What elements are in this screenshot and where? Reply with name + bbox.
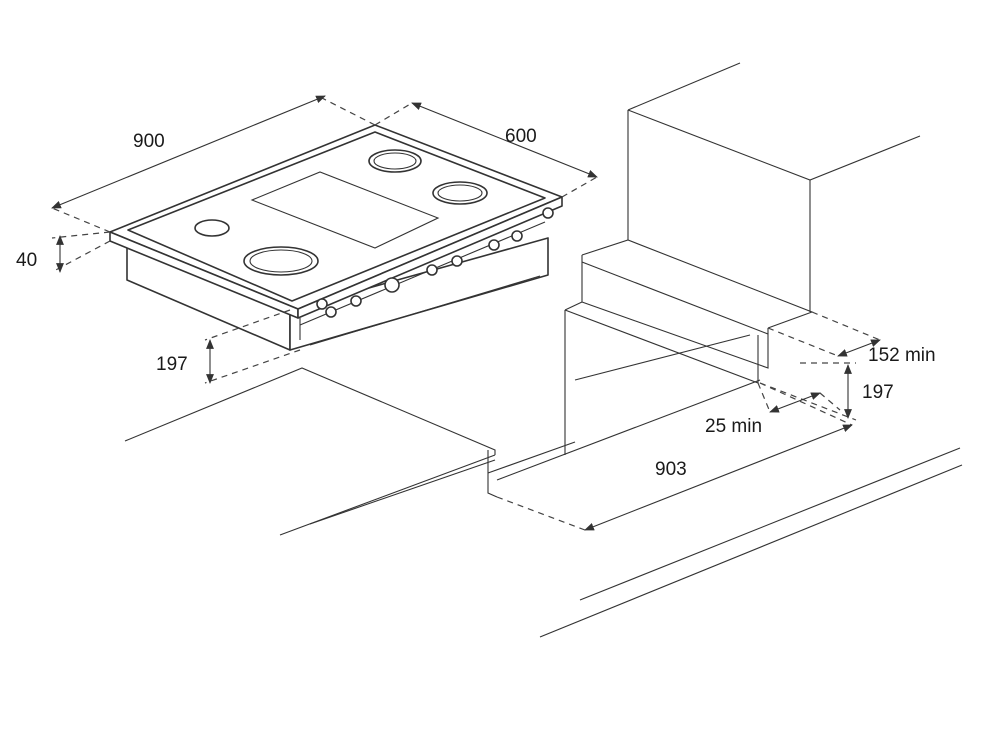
countertop (124, 367, 963, 638)
label-hob-depth: 600 (505, 126, 537, 147)
control-knobs (316, 207, 554, 318)
label-hob-width: 900 (133, 131, 165, 152)
knob-icon (426, 264, 438, 276)
burner-small-icon (194, 219, 230, 237)
dimension-lines (51, 95, 881, 531)
display-icon (384, 277, 400, 293)
knob-icon (350, 295, 362, 307)
wall-cabinet (564, 62, 921, 455)
knob-icon (325, 306, 337, 318)
label-side-clearance: 152 min (868, 345, 936, 366)
label-cutout-width: 903 (655, 459, 687, 480)
burner-large-icon (243, 246, 319, 276)
label-below-hob-clearance: 197 (156, 354, 188, 375)
label-rear-clearance: 25 min (705, 416, 762, 437)
knob-icon (542, 207, 554, 219)
knob-icon (316, 298, 328, 310)
label-hob-height: 40 (16, 250, 37, 271)
knob-icon (451, 255, 463, 267)
cooktop-hob (109, 124, 563, 351)
knob-icon (488, 239, 500, 251)
label-cabinet-clearance: 197 (862, 382, 894, 403)
knob-icon (511, 230, 523, 242)
burner-right-icon (432, 181, 488, 205)
dimension-labels: 900 600 40 197 152 min 197 25 min 903 (16, 126, 936, 480)
